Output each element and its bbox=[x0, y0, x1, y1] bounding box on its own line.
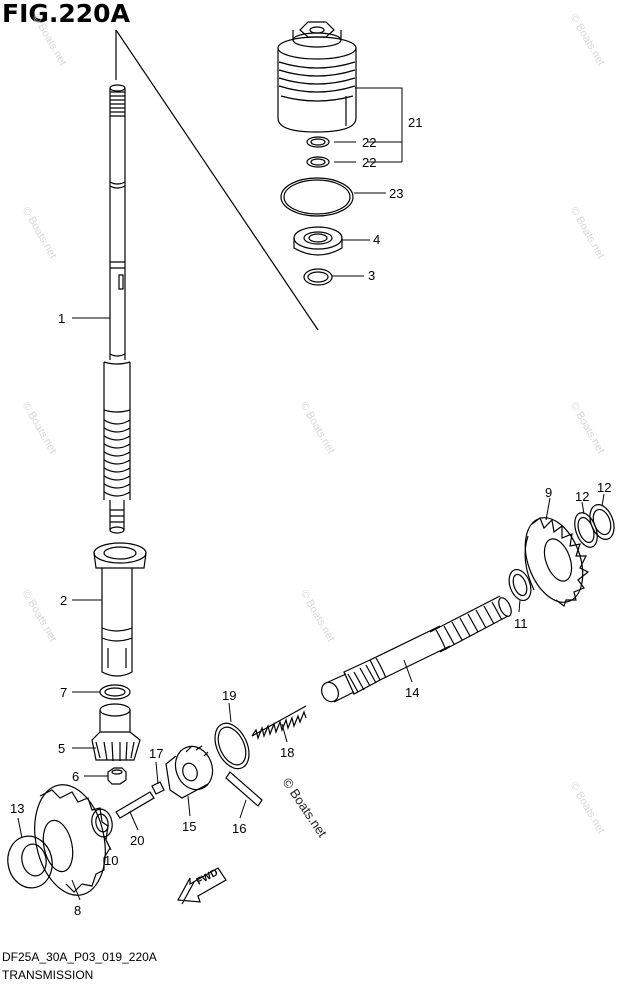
callout-23: 23 bbox=[389, 186, 404, 201]
sleeve-2 bbox=[94, 543, 146, 676]
o-ring-22-lower bbox=[307, 157, 329, 167]
callout-19: 19 bbox=[222, 688, 237, 703]
callout-10: 10 bbox=[104, 853, 119, 868]
fwd-arrow-icon bbox=[178, 868, 226, 904]
nut-6 bbox=[108, 768, 126, 784]
callout-6: 6 bbox=[72, 769, 80, 784]
o-ring-23 bbox=[281, 178, 353, 216]
bearing-4 bbox=[294, 227, 342, 255]
callout-12-outer: 12 bbox=[597, 480, 612, 495]
washer-7 bbox=[100, 685, 130, 699]
callout-4: 4 bbox=[373, 232, 381, 247]
callout-12-inner: 12 bbox=[575, 489, 590, 504]
callout-1: 1 bbox=[58, 311, 66, 326]
callout-2: 2 bbox=[60, 593, 68, 608]
shim-10 bbox=[89, 807, 114, 839]
callout-9: 9 bbox=[545, 485, 553, 500]
circlip-3 bbox=[304, 269, 332, 285]
figure-caption: TRANSMISSION bbox=[2, 968, 94, 982]
guide-lines bbox=[116, 30, 318, 330]
leader-lines bbox=[18, 88, 604, 900]
pin-17 bbox=[152, 782, 164, 794]
callout-5: 5 bbox=[58, 741, 66, 756]
forward-gear-8 bbox=[25, 778, 115, 902]
callout-17: 17 bbox=[149, 746, 164, 761]
callout-18: 18 bbox=[280, 745, 295, 760]
callout-21: 21 bbox=[408, 115, 423, 130]
callout-7: 7 bbox=[60, 685, 68, 700]
o-ring-22-upper bbox=[307, 137, 329, 147]
pin-20 bbox=[116, 792, 154, 818]
callout-15: 15 bbox=[182, 819, 197, 834]
spring-18 bbox=[252, 706, 306, 738]
callout-20: 20 bbox=[130, 833, 145, 848]
callout-11: 11 bbox=[514, 616, 528, 631]
pinion-gear-5 bbox=[92, 704, 140, 761]
clutch-dog-15 bbox=[166, 741, 218, 798]
reverse-gear-9 bbox=[515, 510, 594, 610]
callout-13: 13 bbox=[10, 801, 25, 816]
callout-16: 16 bbox=[232, 821, 247, 836]
callout-22-lower: 22 bbox=[362, 155, 377, 170]
callout-14: 14 bbox=[405, 685, 420, 700]
callout-3: 3 bbox=[368, 268, 376, 283]
callout-22-upper: 22 bbox=[362, 135, 377, 150]
pin-16 bbox=[226, 772, 262, 806]
propeller-shaft-14 bbox=[319, 596, 514, 705]
callout-8: 8 bbox=[74, 903, 82, 918]
shim-11 bbox=[505, 567, 535, 604]
seal-housing-21 bbox=[278, 22, 356, 132]
spring-ring-19 bbox=[208, 718, 255, 774]
shim-13 bbox=[3, 832, 57, 892]
drive-shaft-1 bbox=[104, 85, 130, 533]
figure-code: DF25A_30A_P03_019_220A bbox=[2, 950, 157, 964]
figure-title: FIG.220A bbox=[2, 0, 130, 28]
shim-12-outer bbox=[586, 501, 619, 542]
